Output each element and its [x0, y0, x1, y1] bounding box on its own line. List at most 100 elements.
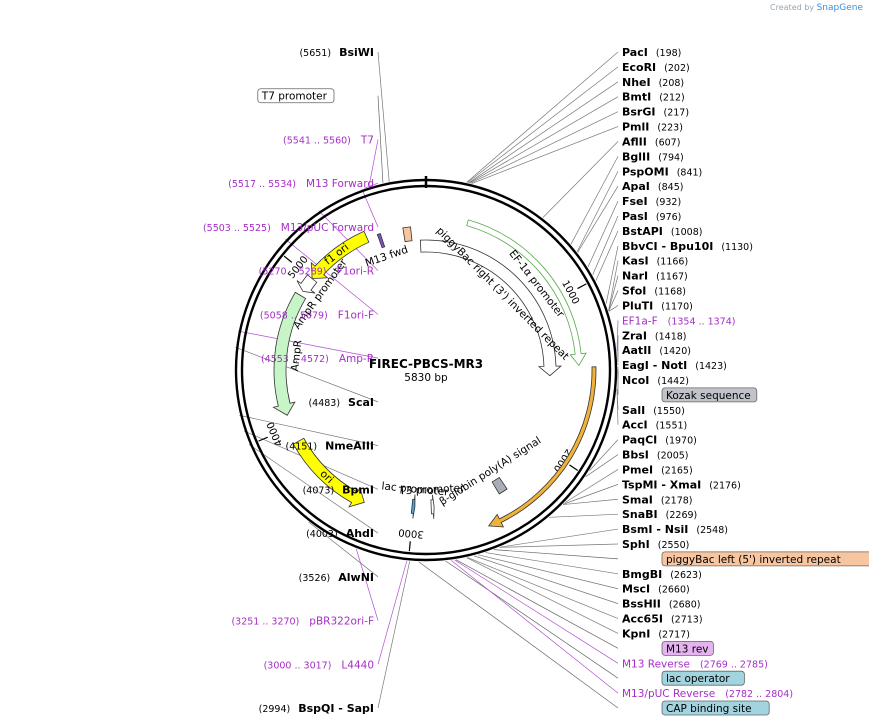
- leader-cap-binding-site: [418, 561, 619, 709]
- enzyme-position: (1008): [671, 227, 703, 238]
- data-label-sfoi: SfoI(1168): [622, 285, 686, 298]
- enzyme-position: (2178): [661, 495, 693, 506]
- data-label-bsrgi: BsrGI(217): [622, 106, 689, 119]
- snapgene-brand: SnapGene: [816, 3, 863, 13]
- data-label-snabi: SnaBI(2269): [622, 508, 697, 521]
- data-label-cap-binding-site: CAP binding site: [666, 703, 752, 715]
- enzyme-name: BmtI: [622, 91, 651, 104]
- data-label-kozak-sequence: Kozak sequence: [666, 390, 751, 402]
- enzyme-name: NheI: [622, 76, 651, 89]
- enzyme-position: (932): [656, 197, 682, 208]
- data-label-bspqi: (2994)BspQI - SapI: [259, 702, 374, 715]
- enzyme-position: (202): [664, 63, 690, 74]
- data-label-t7-promoter: T7 promoter: [261, 91, 328, 103]
- data-label-lac-operator-box: [661, 670, 745, 686]
- enzyme-position: (2623): [670, 570, 702, 581]
- data-label-lac-operator: lac operator: [666, 673, 730, 685]
- data-label-bsiwi: (5651)BsiWI: [299, 46, 374, 59]
- enzyme-position: (841): [677, 167, 703, 178]
- feature-piggybac-small: [402, 226, 413, 243]
- enzyme-name: ScaI: [348, 396, 374, 409]
- data-label-f1ori-f: (5058 .. 5079) F1ori-F: [260, 309, 374, 321]
- primer-range: (5058 .. 5079): [260, 310, 328, 321]
- data-label-acc65i: Acc65I(2713): [622, 613, 703, 626]
- primer-name: M13/pUC Forward: [281, 222, 374, 234]
- feature-ef-1-promoter: [466, 219, 587, 367]
- enzyme-name: BpmI: [342, 483, 374, 496]
- data-label-amp-r: (4553 .. 4572)Amp-R: [261, 353, 374, 365]
- data-label-ahdi: (4003)AhdI: [306, 527, 374, 540]
- enzyme-position: (4483): [308, 398, 340, 409]
- data-label-zrai: ZraI(1418): [622, 329, 687, 342]
- leader-bsshii: [473, 555, 619, 604]
- data-label-piggybac-left-5-inverted-repeat-box: [661, 551, 869, 567]
- leader-msci: [478, 554, 619, 590]
- enzyme-position: (1167): [656, 272, 688, 283]
- leader-m13-puc-reverse: [450, 560, 619, 694]
- enzyme-name: PmlI: [622, 121, 649, 134]
- leader-ahdi: [248, 444, 379, 534]
- data-label-acci: AccI(1551): [622, 419, 687, 432]
- leader-paci: [466, 51, 619, 183]
- leader-t7-promoter: [377, 95, 384, 183]
- leader-bstapi: [595, 230, 619, 281]
- data-label-pluti: PluTI(1170): [622, 299, 693, 312]
- enzyme-separator: -: [334, 702, 346, 715]
- tick-label-3000: 3000: [398, 526, 424, 539]
- enzyme-position: (1551): [656, 421, 688, 432]
- leader-kpni: [466, 557, 619, 634]
- snapgene-credit: Created by SnapGene: [770, 3, 863, 13]
- enzyme-position: (845): [658, 182, 684, 193]
- data-label-alwni: (3526)AlwNI: [299, 571, 374, 584]
- enzyme-position: (208): [659, 78, 685, 89]
- data-label-bsmi: BsmI - NsiI(2548): [622, 523, 728, 536]
- enzyme-name: Acc65I: [622, 613, 663, 626]
- enzyme-name-2: NsiI: [665, 523, 689, 536]
- data-label-kpni: KpnI(2717): [622, 627, 690, 640]
- data-label-bglii: BglII(794): [622, 150, 684, 163]
- enzyme-name: BglII: [622, 150, 650, 163]
- enzyme-position: (4003): [306, 529, 338, 540]
- data-label-pmei: PmeI(2165): [622, 463, 693, 476]
- data-label-pmli: PmlI(223): [622, 121, 683, 134]
- data-label-apai: ApaI(845): [622, 180, 683, 193]
- enzyme-name: PacI: [622, 46, 648, 59]
- leader-bglii: [570, 156, 619, 245]
- primer-range: (5541 .. 5560): [283, 135, 351, 146]
- data-label-bstapi: BstAPI(1008): [622, 225, 702, 238]
- enzyme-name: BspQI: [298, 702, 334, 715]
- enzyme-name: BsiWI: [339, 46, 374, 59]
- data-label-sali: SalI(1550): [622, 404, 685, 417]
- primer-name: Amp-R: [339, 353, 374, 365]
- leader-kasi: [608, 260, 619, 311]
- primer-name: M13/pUC Reverse: [622, 688, 715, 700]
- data-label-aatii: AatII(1420): [622, 344, 691, 357]
- enzyme-name: EcoRI: [622, 61, 656, 74]
- enzyme-name-2: XmaI: [670, 478, 701, 491]
- enzyme-position: (1168): [654, 287, 686, 298]
- data-label-scai: (4483) ScaI: [308, 396, 374, 409]
- enzyme-position: (212): [659, 93, 685, 104]
- leader-sfoi: [608, 290, 619, 312]
- enzyme-position: (2994): [259, 704, 291, 715]
- data-label-bpmi: (4073)BpmI: [303, 483, 374, 496]
- leader-bsmi: [499, 528, 619, 548]
- enzyme-position: (2680): [669, 600, 701, 611]
- tick-mark-4000: [258, 436, 268, 442]
- enzyme-position: (2269): [666, 510, 698, 521]
- primer-range: (1354 .. 1374): [668, 316, 736, 327]
- enzyme-name: TspMI: [622, 478, 658, 491]
- leader-acci: [616, 389, 619, 425]
- data-label-bbsi: BbsI(2005): [622, 449, 689, 462]
- feature-ori: [292, 437, 365, 508]
- primer-name: EF1a-F: [622, 315, 658, 327]
- feature-ampr-promoter: [296, 274, 318, 294]
- leader-pmli: [471, 126, 619, 184]
- data-label-ecori: EcoRI (202): [622, 61, 690, 74]
- primer-range: (2782 .. 2804): [725, 689, 793, 700]
- enzyme-name: BbvCI: [622, 240, 658, 253]
- primer-name: F1ori-F: [338, 309, 374, 321]
- data-label-f1ori-r: (5270 .. 5289)F1ori-R: [259, 266, 374, 278]
- leader-paqci: [589, 439, 619, 471]
